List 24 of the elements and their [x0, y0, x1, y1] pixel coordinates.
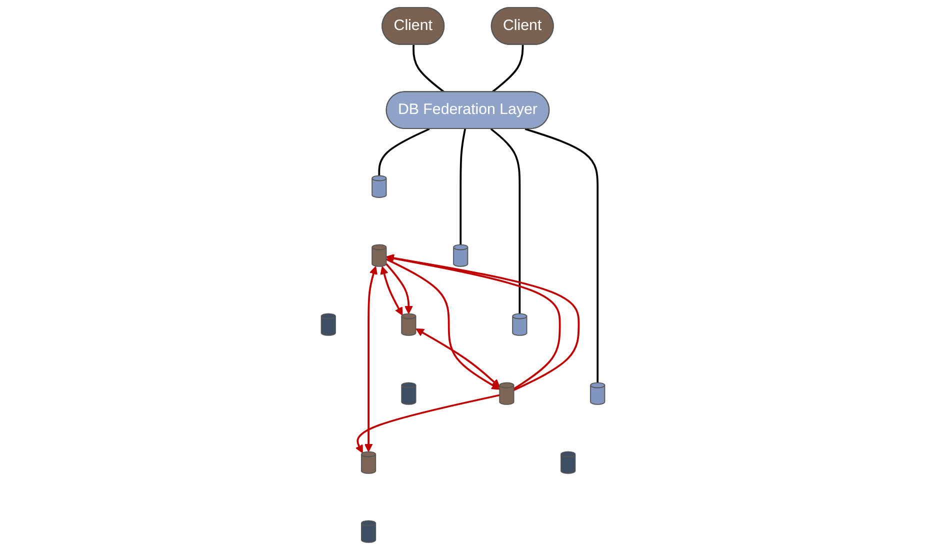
- connector: [524, 128, 599, 383]
- node-cylinder: [401, 313, 416, 336]
- node-cylinder: [512, 313, 528, 336]
- arrow: [386, 263, 413, 314]
- node-cylinder: [372, 175, 387, 198]
- connector: [492, 44, 524, 93]
- node-cylinder: [320, 313, 336, 336]
- node-cylinder: [401, 382, 416, 405]
- connector: [490, 128, 521, 314]
- connector: [460, 128, 466, 245]
- node-cylinder: [453, 244, 468, 267]
- node-cylinder: [499, 382, 514, 405]
- node-cylinder: [590, 382, 606, 405]
- arrow: [355, 394, 500, 454]
- node-cylinder: [360, 451, 376, 474]
- node-cylinder: [372, 244, 387, 267]
- arrow: [416, 328, 500, 388]
- connector: [412, 44, 445, 93]
- arrow: [380, 266, 403, 316]
- arrow: [386, 258, 500, 390]
- node-cylinder: [560, 451, 576, 474]
- node-cylinder: [360, 520, 376, 543]
- arrow: [364, 266, 378, 452]
- connector: [378, 128, 430, 176]
